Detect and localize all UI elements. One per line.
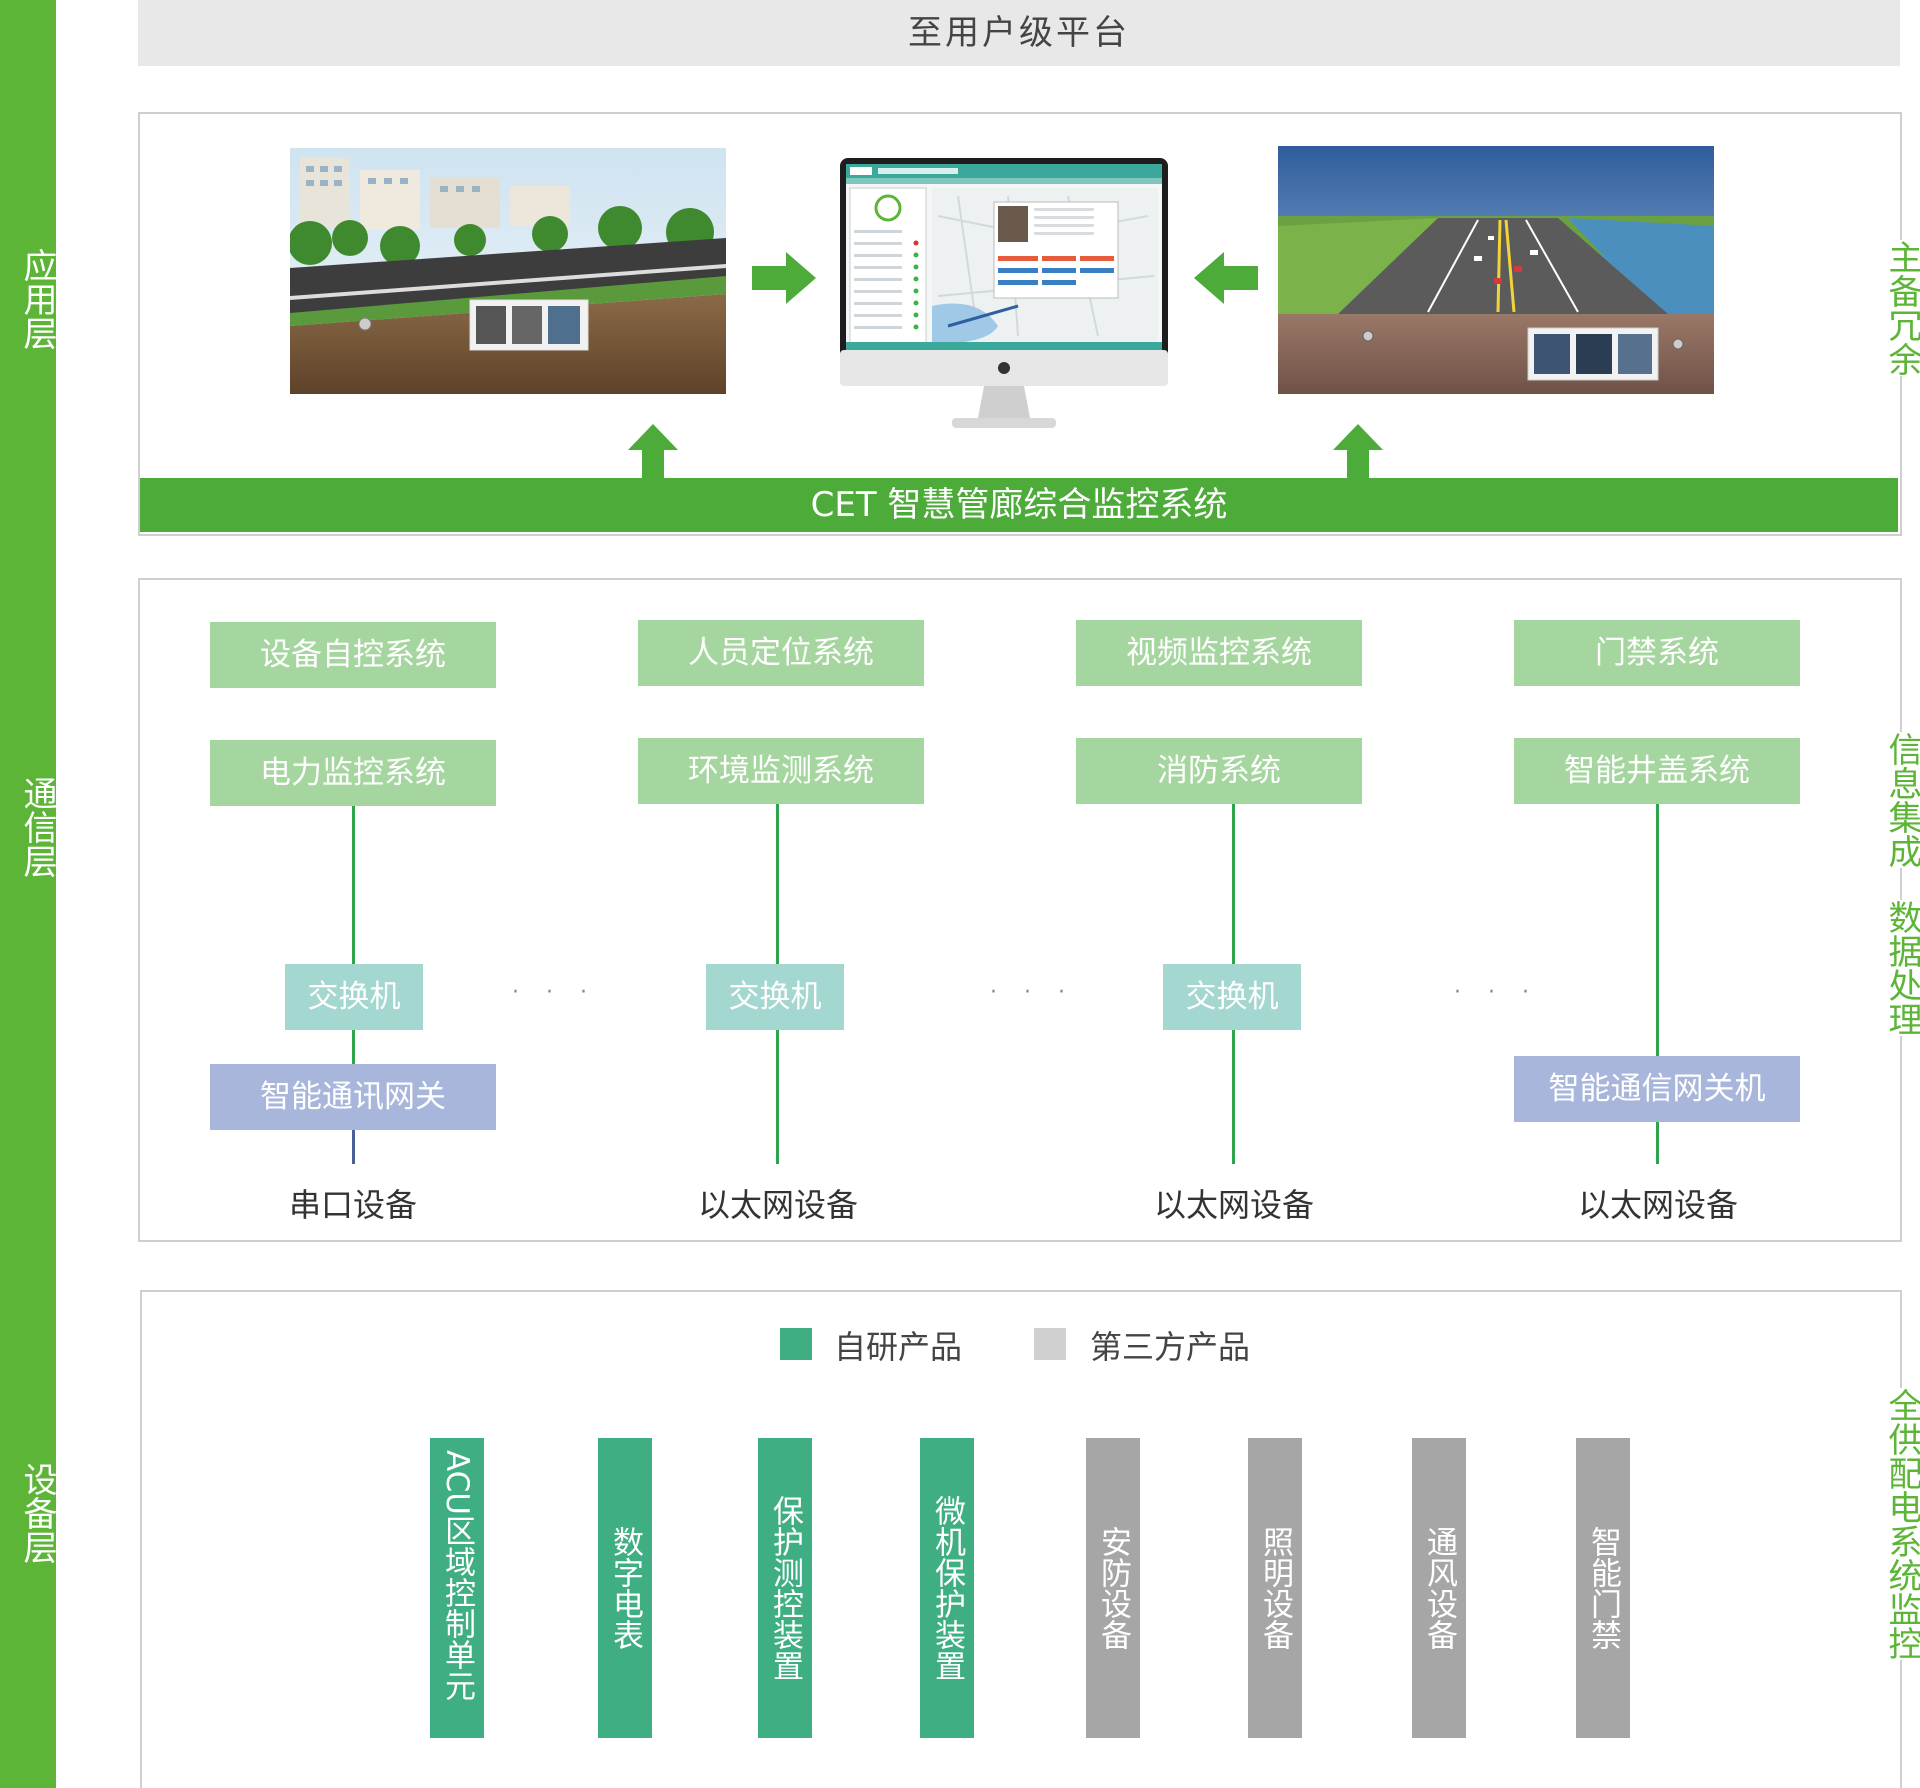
legend-label-third: 第三方产品 — [1090, 1328, 1251, 1366]
product-protection-control: 保护测控装置 — [758, 1438, 812, 1738]
product-label: 数字电表 — [607, 1526, 643, 1650]
system-box: 门禁系统 — [1514, 620, 1800, 686]
product-label: 安防设备 — [1095, 1526, 1131, 1650]
layer-label-comm: 通信层 — [17, 776, 57, 878]
layer-sidebar: 应用层 通信层 设备层 — [0, 0, 57, 1788]
arrow-up-right-icon — [1333, 424, 1383, 480]
connector-line — [352, 806, 355, 964]
system-box: 智能井盖系统 — [1514, 738, 1800, 804]
gateway-box-serial: 智能通讯网关 — [210, 1064, 496, 1130]
product-microprocessor-protection: 微机保护装置 — [920, 1438, 974, 1738]
layer-label-device: 设备层 — [17, 1462, 57, 1564]
switch-box: 交换机 — [1163, 964, 1301, 1030]
legend-label-own: 自研产品 — [834, 1328, 963, 1366]
product-label: 通风设备 — [1421, 1526, 1457, 1650]
system-box: 设备自控系统 — [210, 622, 496, 688]
gateway-box-ethernet: 智能通信网关机 — [1514, 1056, 1800, 1122]
product-label: 照明设备 — [1257, 1526, 1293, 1650]
connector-line — [1232, 1030, 1235, 1164]
layer-label-app: 应用层 — [17, 248, 57, 350]
right-label-processing: 数据处理 — [1880, 900, 1920, 1036]
product-security: 安防设备 — [1086, 1438, 1140, 1738]
product-access-control: 智能门禁 — [1576, 1438, 1630, 1738]
connector-line — [352, 1130, 355, 1164]
device-label: 以太网设备 — [697, 1186, 858, 1224]
product-acu: ACU区域控制单元 — [430, 1438, 484, 1738]
tunnel-photo-left — [290, 148, 726, 394]
product-ventilation: 通风设备 — [1412, 1438, 1466, 1738]
cet-monitoring-system-bar: CET 智慧管廊综合监控系统 — [140, 478, 1898, 532]
ellipsis-dots: · · · — [512, 980, 597, 1005]
ellipsis-dots: · · · — [1454, 980, 1539, 1005]
product-lighting: 照明设备 — [1248, 1438, 1302, 1738]
system-box: 电力监控系统 — [210, 740, 496, 806]
device-layer-panel — [140, 1290, 1902, 1788]
product-meter: 数字电表 — [598, 1438, 652, 1738]
system-box: 视频监控系统 — [1076, 620, 1362, 686]
device-label: 以太网设备 — [1577, 1186, 1738, 1224]
right-label-power-monitoring: 全供配电系统监控 — [1880, 1388, 1920, 1660]
arrow-right-icon — [752, 252, 816, 304]
product-label: 保护测控装置 — [767, 1495, 803, 1681]
connector-line — [1656, 1122, 1659, 1164]
product-label: 微机保护装置 — [929, 1495, 965, 1681]
connector-line — [776, 804, 779, 964]
monitor-screen — [838, 156, 1170, 434]
connector-line — [1232, 804, 1235, 964]
device-label: 以太网设备 — [1153, 1186, 1314, 1224]
user-platform-bar: 至用户级平台 — [138, 0, 1900, 66]
system-box: 消防系统 — [1076, 738, 1362, 804]
right-label-redundancy: 主备冗余 — [1880, 240, 1920, 376]
connector-line — [352, 1030, 355, 1064]
device-label: 串口设备 — [288, 1186, 417, 1224]
connector-line — [776, 1030, 779, 1164]
legend-swatch-own — [780, 1328, 812, 1360]
switch-box: 交换机 — [706, 964, 844, 1030]
connector-line — [1656, 804, 1659, 1056]
tunnel-photo-right — [1278, 146, 1714, 394]
system-box: 人员定位系统 — [638, 620, 924, 686]
right-label-integration: 信息集成 — [1880, 732, 1920, 868]
system-box: 环境监测系统 — [638, 738, 924, 804]
legend-swatch-third — [1034, 1328, 1066, 1360]
ellipsis-dots: · · · — [990, 980, 1075, 1005]
comm-layer-panel — [138, 578, 1902, 1242]
arrow-up-left-icon — [628, 424, 678, 480]
product-label: 智能门禁 — [1585, 1526, 1621, 1650]
arrow-left-icon — [1194, 252, 1258, 304]
product-label: ACU区域控制单元 — [439, 1450, 475, 1701]
switch-box: 交换机 — [285, 964, 423, 1030]
